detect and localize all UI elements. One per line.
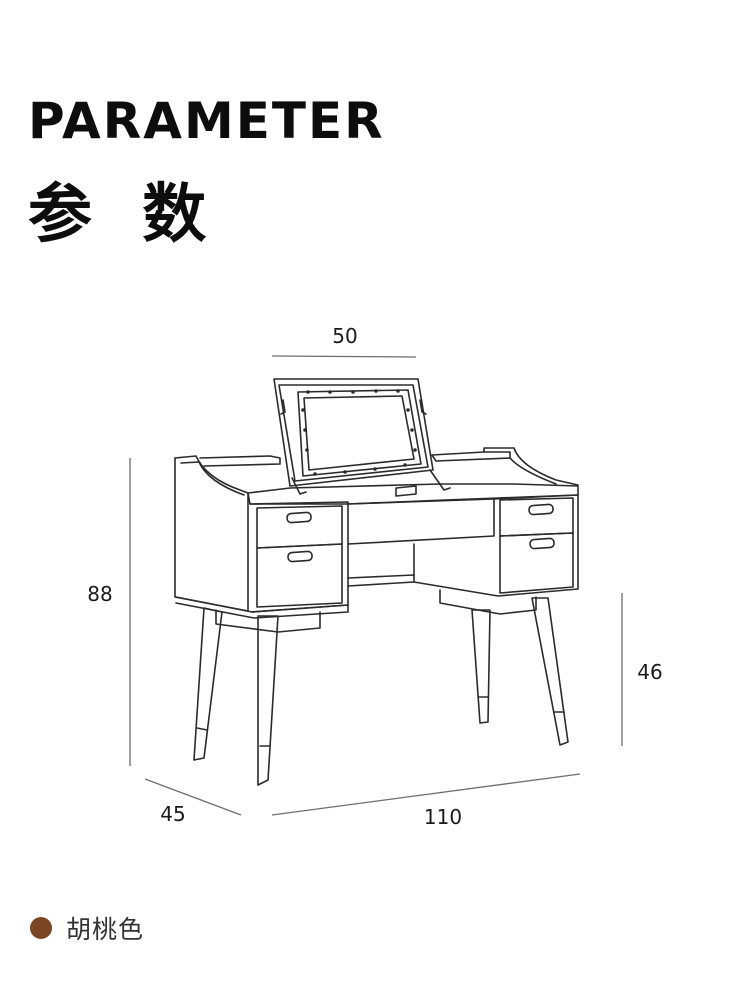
- page-title-en: PARAMETER: [28, 92, 385, 150]
- leg-back-left: [193, 607, 223, 761]
- right-cabinet: [413, 494, 579, 597]
- width-line: [271, 773, 581, 816]
- mirror-width-line: [271, 355, 417, 358]
- page-title-zh: 参 数: [28, 178, 221, 252]
- total-height-label: 88: [87, 582, 112, 606]
- walnut-color-swatch: [30, 917, 52, 939]
- color-option-label: 胡桃色: [66, 915, 145, 944]
- leg-front-left: [257, 615, 279, 786]
- mirror-rivets: [301, 389, 417, 476]
- depth-label: 45: [160, 802, 185, 826]
- mirror-lid: [273, 378, 451, 497]
- leg-front-right: [531, 597, 569, 746]
- center-drawer: [347, 498, 495, 545]
- mirror-width-label: 50: [332, 324, 357, 348]
- width-label: 110: [424, 805, 462, 829]
- leg-back-right: [471, 609, 491, 724]
- color-option: 胡桃色: [30, 908, 144, 948]
- dimension-lines: [129, 355, 623, 816]
- left-side-panel: [174, 457, 249, 612]
- vanity-dimension-diagram: 50 88 46 45 110: [87, 324, 662, 829]
- seat-height-label: 46: [637, 660, 662, 684]
- left-cabinet: [249, 501, 349, 613]
- vanity-table-drawing: [174, 378, 579, 786]
- depth-line: [144, 778, 242, 816]
